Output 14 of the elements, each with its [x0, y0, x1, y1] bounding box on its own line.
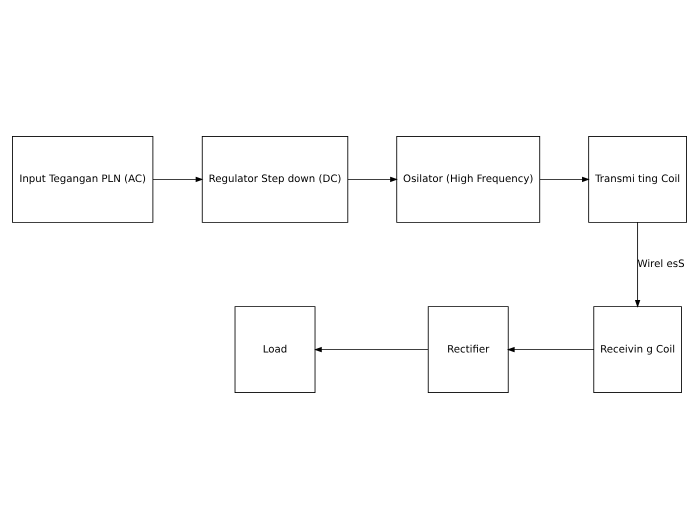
arrow	[314, 346, 428, 352]
arrow	[506, 346, 594, 352]
node-box: Rectifier	[428, 306, 509, 393]
node-box: Regulator Step down (DC)	[202, 135, 348, 222]
node-box: Transmi ting Coil	[588, 135, 687, 222]
edge-label: Wirel esS	[637, 258, 685, 270]
arrow	[634, 222, 640, 308]
node-box: Receivin g Coil	[593, 306, 682, 393]
node-box: Load	[234, 306, 316, 393]
arrow	[540, 176, 590, 182]
node-box: Osilator (High Frequency)	[396, 135, 540, 222]
node-box: Input Tegangan PLN (AC)	[12, 135, 154, 222]
arrow	[152, 176, 204, 182]
arrow	[347, 176, 398, 182]
